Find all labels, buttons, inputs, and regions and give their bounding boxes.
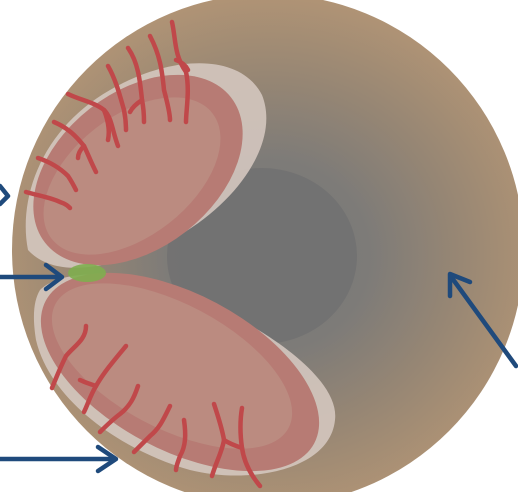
green-spot [68,264,106,282]
arrow-upper-left [0,186,8,204]
